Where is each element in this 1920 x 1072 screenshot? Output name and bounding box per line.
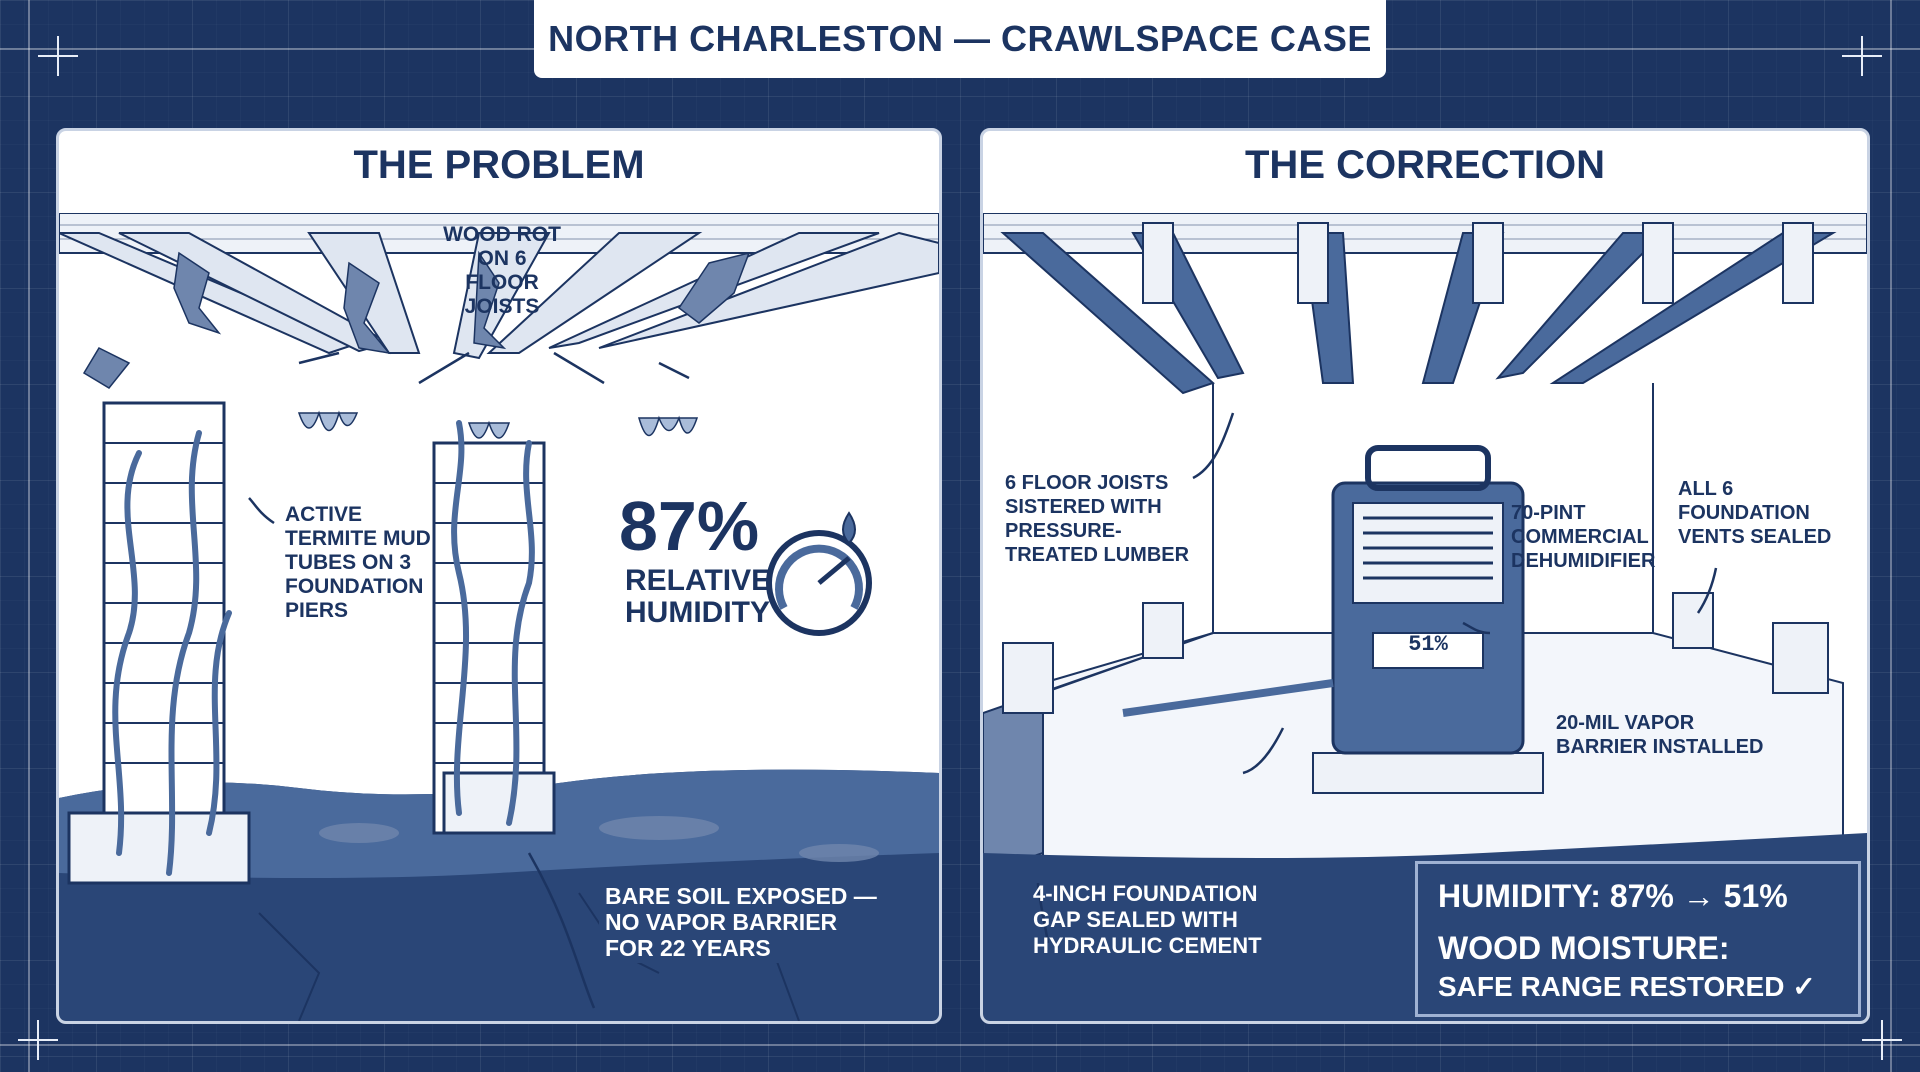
joists-callout-line-3: PRESSURE- <box>1005 520 1122 542</box>
problem-panel: THE PROBLEM <box>56 128 942 1024</box>
result-wood-label: WOOD MOISTURE: <box>1438 930 1730 966</box>
vents-callout-line-2: FOUNDATION <box>1678 502 1810 524</box>
dehumidifier-callout-line-2: COMMERCIAL <box>1511 526 1649 548</box>
barrier-callout-line-2: BARRIER INSTALLED <box>1556 736 1764 758</box>
wood-rot-callout-line-1: WOOD ROT <box>443 223 561 246</box>
frame-line-left <box>28 0 30 1072</box>
cement-callout: 4-INCH FOUNDATION GAP SEALED WITH HYDRAU… <box>1033 881 1353 959</box>
termite-callout-line-5: PIERS <box>285 599 349 622</box>
correction-callout-arrows <box>1036 412 1718 944</box>
foundation-pier-left <box>67 401 251 885</box>
correction-title: THE CORRECTION <box>1245 143 1605 187</box>
dehumidifier-callout-line-1: 70-PINT <box>1511 502 1586 524</box>
soil-callout: BARE SOIL EXPOSED — NO VAPOR BARRIER FOR… <box>599 881 883 963</box>
humidity-label-line-2: HUMIDITY <box>625 596 770 629</box>
termite-callout-line-3: TUBES ON 3 <box>285 551 412 574</box>
vents-callout-line-3: VENTS SEALED <box>1678 526 1832 548</box>
corner-crosshair-br <box>1862 1020 1902 1060</box>
humidity-label-line-1: RELATIVE <box>625 564 772 597</box>
joists-callout-line-1: 6 FLOOR JOISTS <box>1005 472 1169 494</box>
corner-crosshair-tr <box>1842 36 1882 76</box>
correction-subfloor <box>983 213 1867 254</box>
soil-callout-line-1: BARE SOIL EXPOSED — <box>605 883 877 909</box>
humidity-value: 87% <box>619 487 760 565</box>
result-summary-box: HUMIDITY: 87% → 51% WOOD MOISTURE: SAFE … <box>1415 861 1861 1017</box>
humidity-gauge-icon <box>766 511 872 636</box>
result-humidity: HUMIDITY: 87% → 51% <box>1438 878 1788 914</box>
wood-rot-callout-line-3: JOISTS <box>464 295 540 318</box>
problem-callout-arrows <box>248 351 690 1009</box>
cement-callout-line-3: HYDRAULIC CEMENT <box>1033 933 1262 958</box>
termite-callout: ACTIVE TERMITE MUD TUBES ON 3 FOUNDATION… <box>285 503 435 623</box>
frame-line-bottom <box>0 1044 1920 1046</box>
termite-callout-line-1: ACTIVE <box>285 503 363 526</box>
header-title: NORTH CHARLESTON — CRAWLSPACE CASE <box>548 18 1372 59</box>
cement-callout-line-1: 4-INCH FOUNDATION <box>1033 881 1258 906</box>
termite-callout-line-4: FOUNDATION <box>285 575 424 598</box>
dehumidifier <box>1122 445 1544 794</box>
joists-callout-line-2: SISTERED WITH <box>1005 496 1162 518</box>
wood-rot-marks <box>82 250 751 389</box>
humidity-label: RELATIVE HUMIDITY <box>625 565 771 629</box>
frame-line-right <box>1890 0 1892 1072</box>
corner-crosshair-tl <box>38 36 78 76</box>
sealed-vents <box>1002 592 1829 714</box>
frame-line-top-left <box>0 48 534 50</box>
barrier-callout: 20-MIL VAPOR BARRIER INSTALLED <box>1556 711 1816 759</box>
header-title-box: NORTH CHARLESTON — CRAWLSPACE CASE <box>534 0 1386 78</box>
corner-crosshair-bl <box>18 1020 58 1060</box>
joists-callout: 6 FLOOR JOISTS SISTERED WITH PRESSURE- T… <box>1005 471 1205 567</box>
dehumidifier-callout-line-3: DEHUMIDIFIER <box>1511 550 1656 572</box>
vents-callout: ALL 6 FOUNDATION VENTS SEALED <box>1678 477 1848 549</box>
foundation-pier-center <box>432 441 556 835</box>
frame-line-top-right <box>1386 48 1920 50</box>
soil-callout-line-2: NO VAPOR BARRIER <box>605 909 838 935</box>
barrier-callout-line-1: 20-MIL VAPOR <box>1556 712 1695 734</box>
wood-rot-callout: WOOD ROT ON 6 FLOOR JOISTS <box>442 223 562 319</box>
correction-panel: THE CORRECTION <box>980 128 1870 1024</box>
cement-callout-line-2: GAP SEALED WITH <box>1033 907 1238 932</box>
mold-drips <box>297 410 699 439</box>
joists-callout-line-4: TREATED LUMBER <box>1005 544 1190 566</box>
correction-wall-edges <box>1212 383 1654 643</box>
dehumidifier-display: 51% <box>1408 632 1448 657</box>
result-wood-value: SAFE RANGE RESTORED ✓ <box>1438 971 1816 1002</box>
termite-mud-tubes <box>112 420 535 876</box>
problem-title: THE PROBLEM <box>353 143 645 187</box>
termite-callout-line-2: TERMITE MUD <box>285 527 431 550</box>
vents-callout-line-1: ALL 6 <box>1678 478 1734 500</box>
wood-rot-callout-line-2: ON 6 FLOOR <box>465 247 539 294</box>
problem-illustration <box>59 213 939 1021</box>
soil-callout-line-3: FOR 22 YEARS <box>605 935 771 961</box>
dehumidifier-callout: 70-PINT COMMERCIAL DEHUMIDIFIER <box>1511 501 1661 573</box>
